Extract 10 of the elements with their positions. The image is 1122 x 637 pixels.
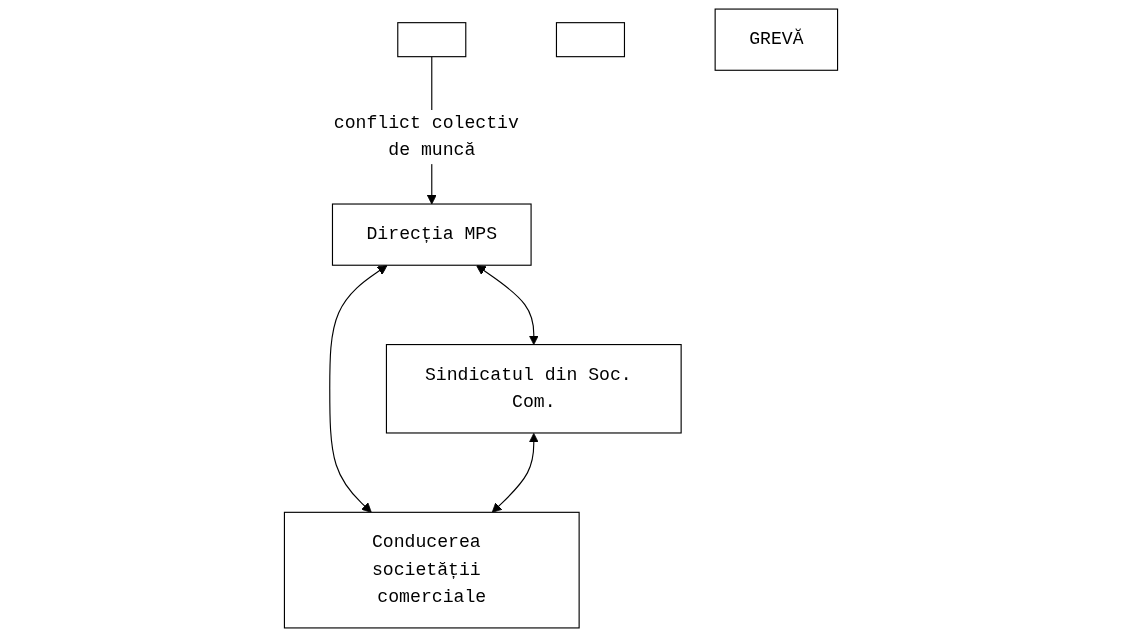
arrow	[329, 265, 388, 513]
node-box: Sindicatul din Soc. Com.	[385, 344, 682, 434]
edge-label: conflict colectiv de muncă	[333, 113, 519, 161]
node-box	[555, 22, 626, 58]
arrow	[491, 433, 539, 513]
node-box	[397, 22, 467, 58]
node-box: Direcția MPS	[331, 203, 532, 266]
node-box: Conducerea societății comerciale	[283, 511, 580, 629]
node-box: GREVĂ	[714, 8, 839, 71]
arrow	[476, 265, 539, 345]
